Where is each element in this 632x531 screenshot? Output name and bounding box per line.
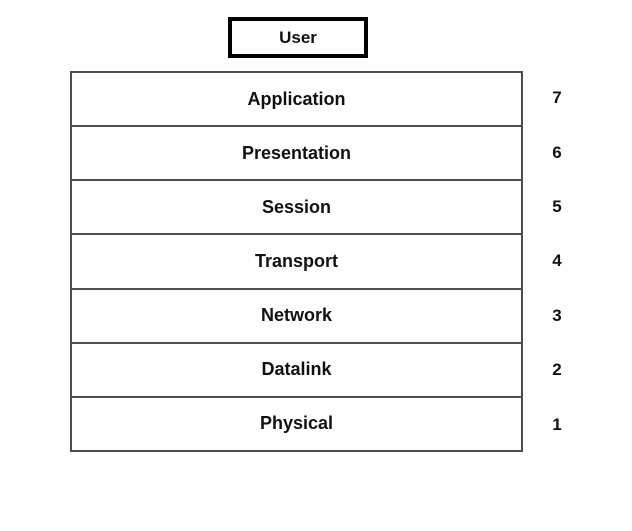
layer-row-transport: Transport <box>72 235 521 290</box>
user-box: User <box>228 17 368 58</box>
layer-number-column: 7 6 5 4 3 2 1 <box>525 71 589 452</box>
layer-label-datalink: Datalink <box>261 359 332 380</box>
layer-number-5: 5 <box>552 197 562 217</box>
layer-label-presentation: Presentation <box>241 142 352 163</box>
layer-number-1: 1 <box>552 414 562 434</box>
layer-row-presentation: Presentation <box>72 127 521 182</box>
layer-label-session: Session <box>261 196 332 217</box>
layer-row-network: Network <box>72 289 521 344</box>
layer-row-datalink: Datalink <box>72 343 521 398</box>
osi-stack-wrapper: Application Presentation Session Transpo… <box>70 71 589 452</box>
osi-layer-stack: Application Presentation Session Transpo… <box>70 71 523 452</box>
layer-number-3: 3 <box>552 305 562 325</box>
layer-label-application: Application <box>247 88 346 109</box>
layer-row-application: Application <box>72 73 521 128</box>
user-box-label: User <box>279 27 317 47</box>
layer-row-session: Session <box>72 181 521 236</box>
layer-number-4: 4 <box>552 251 562 271</box>
layer-number-7: 7 <box>552 88 562 108</box>
layer-number-2: 2 <box>552 360 562 380</box>
layer-label-network: Network <box>260 305 332 326</box>
layer-label-physical: Physical <box>259 413 334 434</box>
layer-row-physical: Physical <box>72 397 521 450</box>
layer-number-6: 6 <box>552 142 562 162</box>
layer-label-transport: Transport <box>254 250 338 271</box>
